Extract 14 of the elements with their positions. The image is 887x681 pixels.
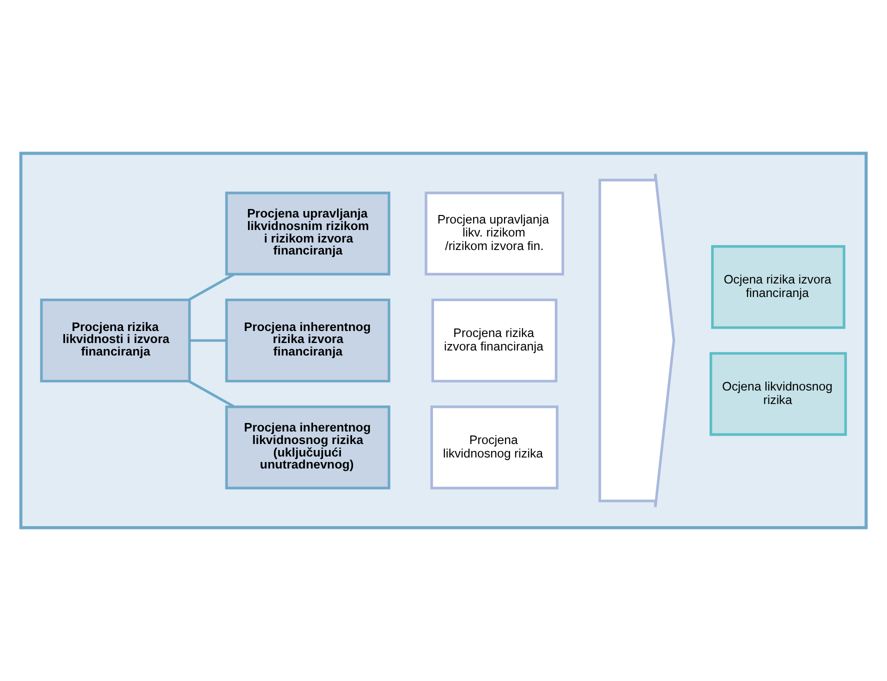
node-box: Procjena rizika izvora financiranja [431,298,558,382]
node-box: Ocjena likvidnosnog rizika [710,352,847,436]
node-box: Procjena upravljanja likvidnosnim rizikom i rizikom izvora financiranja [225,192,390,276]
node-box: Procjena inherentnog rizika izvora financiranja [225,298,390,382]
node-box: Procjena likvidnosnog rizika [430,406,558,490]
connector [190,339,226,342]
connector [188,380,236,408]
node-box: Ocjena rizika izvora financiranja [711,245,846,329]
node-box: Procjena inherentnog likvidnosnog rizika (uključujući unutradnevnog) [225,406,390,490]
node-box: Procjena rizika likvidnosti i izvora financiranja [40,298,191,382]
cluster [19,152,868,530]
node-box: Procjena upravljanja likv. rizikom /rizikom izvora fin. [424,192,564,276]
connector [188,273,236,301]
node-arrow [598,172,676,508]
